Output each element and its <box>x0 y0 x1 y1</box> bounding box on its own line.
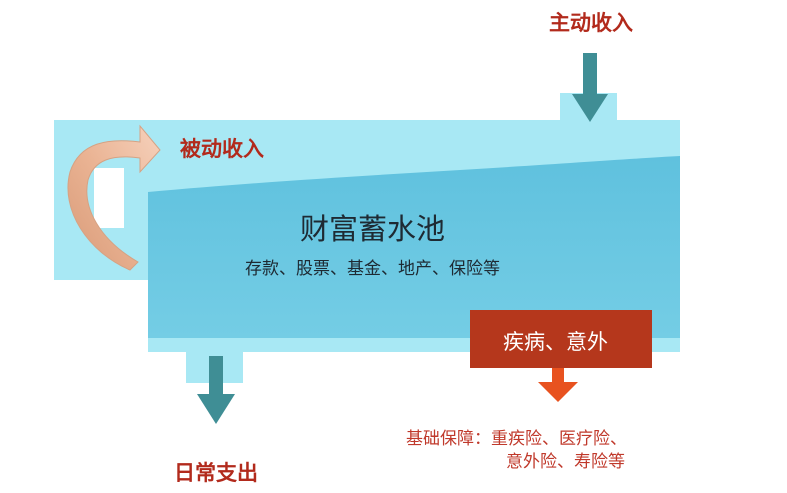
risk-arrow <box>538 368 578 402</box>
active-income-arrow <box>572 53 608 122</box>
basic-protection-line1: 基础保障：重疾险、医疗险、 <box>406 429 627 449</box>
passive-income-label: 被动收入 <box>180 137 264 161</box>
daily-expense-label: 日常支出 <box>174 461 258 485</box>
risk-box <box>470 310 652 368</box>
pool-window <box>94 168 124 228</box>
active-income-label: 主动收入 <box>549 11 633 35</box>
passive-income-arrow <box>67 124 161 271</box>
pool-water <box>148 156 680 338</box>
pool-title: 财富蓄水池 <box>300 212 446 246</box>
pool-contents: 存款、股票、基金、地产、保险等 <box>245 259 500 279</box>
basic-protection-line2: 意外险、寿险等 <box>506 452 625 472</box>
risk-label: 疾病、意外 <box>503 330 608 354</box>
daily-expense-arrow <box>197 356 235 424</box>
